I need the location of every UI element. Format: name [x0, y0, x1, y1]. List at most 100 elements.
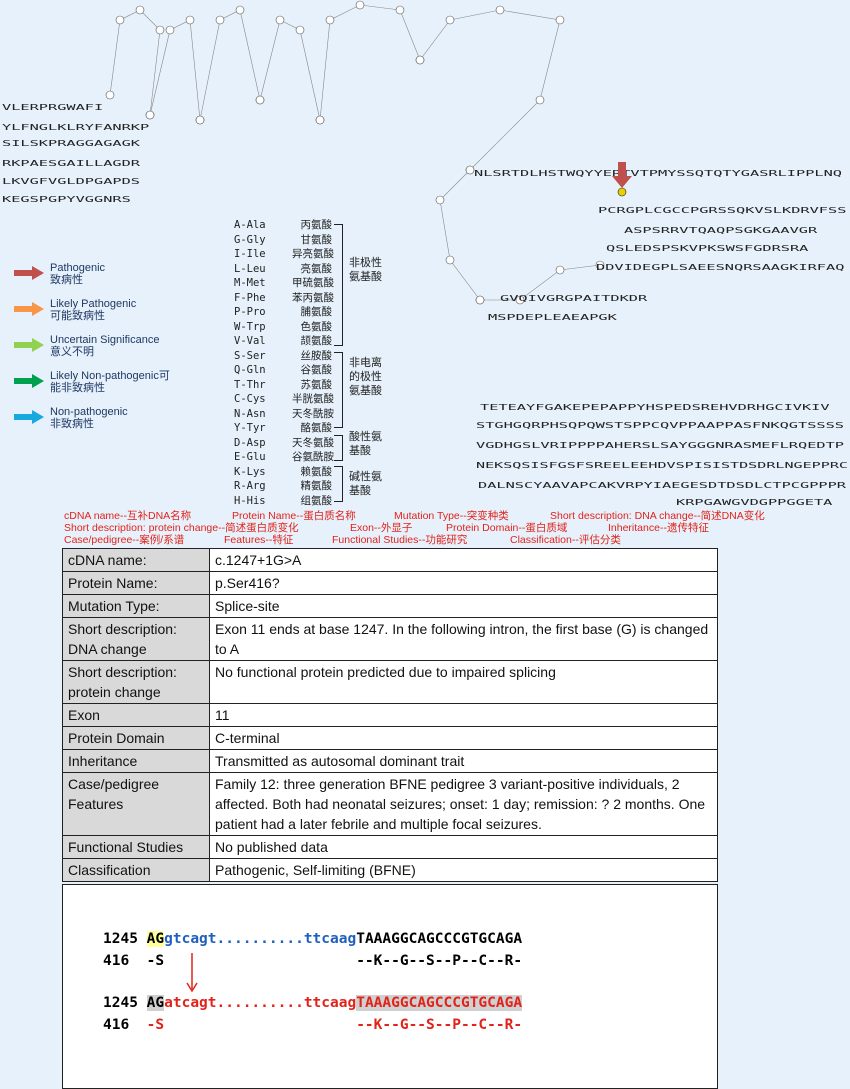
amino-acid-name: 色氨酸 [300, 320, 333, 333]
mutation-arrow-icon [186, 953, 198, 993]
intron-gap: .......... [216, 995, 304, 1011]
glossary-classification: Classification--评估分类 [510, 534, 621, 546]
amino-acid-row: M-Met 甲硫氨酸 [234, 276, 334, 291]
variant-site-marker[interactable] [617, 187, 627, 197]
row-value: No published data [209, 835, 718, 859]
amino-acid-name: 苯丙氨酸 [292, 291, 334, 304]
mutant-protein-line: 416 -S --K--G--S--P--C--R- [103, 1017, 522, 1033]
helix-loop [419, 9, 561, 171]
amino-acid-name: 天冬氨酸 [292, 436, 334, 449]
mutant-dna-line: 1245 AGatcagt..........ttcaagTAAAGGCAGCC… [103, 995, 523, 1011]
legend-item-likely-non-pathogenic: Likely Non-pathogenic可能非致病性 [14, 370, 214, 406]
intron-start-mutated: atcagt [164, 995, 217, 1011]
residue-circle [515, 295, 525, 305]
brace-polar [334, 352, 343, 428]
arrow-right-icon [14, 410, 44, 424]
amino-acid-code: V-Val [234, 335, 266, 347]
residue-circle [275, 15, 285, 25]
residue-circle [395, 5, 405, 15]
amino-acid-code: G-Gly [234, 233, 266, 246]
row-label: cDNA name: [62, 548, 210, 572]
table-row: Mutation Type:Splice-site [62, 594, 718, 618]
row-label: Inheritance [62, 749, 210, 773]
row-value: Pathogenic, Self-limiting (BFNE) [209, 858, 718, 882]
arrow-right-icon [14, 374, 44, 388]
amino-acid-code: W-Trp [234, 320, 266, 333]
aa-group-label: 非极性 [349, 256, 382, 269]
amino-acid-code: K-Lys [234, 465, 266, 478]
aa-group-label: 基酸 [349, 444, 371, 457]
aa-group-label: 氨基酸 [349, 270, 382, 283]
helix-loop [319, 4, 421, 121]
aa-group-nonpolar: 非极性 氨基酸 [349, 256, 382, 284]
amino-acid-name: 丝胺酸 [300, 349, 333, 362]
residue-circle [215, 15, 225, 25]
amino-acid-row: G-Gly 甘氨酸 [234, 233, 332, 248]
helix-loop [480, 264, 601, 301]
table-row: cDNA name:c.1247+1G>A [62, 548, 718, 572]
amino-acid-code: Q-Gln [234, 364, 266, 376]
aa-group-label: 非电离 [349, 356, 382, 369]
amino-acid-code: M-Met [234, 277, 266, 289]
row-label: Functional Studies [62, 835, 210, 859]
residue-circle [295, 25, 305, 35]
amino-acid-name: 甲硫氨酸 [292, 277, 334, 289]
legend-label-en: Non-pathogenic [50, 406, 128, 418]
amino-acid-name: 异亮氨酸 [292, 248, 334, 260]
sequence-row: MSPDEPLEAEAPGK [488, 313, 617, 322]
legend-label-zh: 非致病性 [50, 418, 94, 430]
sequence-rows: VLERPRGWAFIYLFNGLKLRYFANRKPSILSKPRAGGAGA… [2, 103, 848, 507]
aa-group-basic: 碱性氨 基酸 [349, 470, 382, 498]
amino-acid-row: I-Ile 异亮氨酸 [234, 247, 334, 262]
glossary-mutation: Mutation Type--突变种类 [394, 510, 509, 522]
glossary-protein: Protein Name--蛋白质名称 [232, 510, 356, 522]
residue-circle [135, 5, 145, 15]
residue-circle [195, 115, 205, 125]
residue-circle [415, 55, 425, 65]
residue-circle [155, 25, 165, 35]
position-number: 1245 [103, 995, 138, 1011]
row-label: Mutation Type: [62, 594, 210, 618]
exon-next: TAAAGGCAGCCCGTGCAGA [356, 931, 523, 947]
amino-acid-code: T-Thr [234, 378, 266, 391]
arrow-right-icon [14, 338, 44, 352]
amino-acid-name: 甘氨酸 [300, 233, 333, 246]
legend-label-en: Uncertain Significance [50, 334, 160, 346]
arrow-right-icon [14, 302, 44, 316]
sequence-row: KEGSPGPYVGGNRS [2, 195, 131, 204]
aa-group-label: 碱性氨 [349, 470, 382, 483]
amino-acid-code: I-Ile [234, 248, 266, 260]
aa-serine: -S [146, 1017, 165, 1033]
glossary-functional: Functional Studies--功能研究 [332, 534, 468, 546]
amino-acid-code: H-His [234, 494, 266, 507]
amino-acid-name: 组氨酸 [300, 494, 333, 507]
residue-circle [555, 265, 565, 275]
residue-circle [445, 15, 455, 25]
amino-acid-name: 天冬酰胺 [292, 407, 334, 420]
exon-next: TAAAGGCAGCCCGTGCAGA [356, 995, 523, 1011]
sequence-row: RKPAESGAILLAGDR [2, 159, 140, 168]
residue-circle [465, 165, 475, 175]
helix-loop [259, 19, 321, 121]
aa-group-polar: 非电离 的极性 氨基酸 [349, 356, 382, 398]
row-label: Protein Domain [62, 726, 210, 750]
amino-acid-code: A-Ala [234, 219, 266, 231]
sequence-row: LKVGFVGLDPGAPDS [2, 177, 140, 186]
splice-sequence-panel: 1245 AGgtcagt..........ttcaagTAAAGGCAGCC… [62, 884, 718, 1089]
row-value: p.Ser416? [209, 571, 718, 595]
helix-loop [149, 19, 201, 121]
residue-circle [555, 15, 565, 25]
transmembrane-loops [105, 0, 605, 305]
helix-loop [199, 9, 261, 121]
